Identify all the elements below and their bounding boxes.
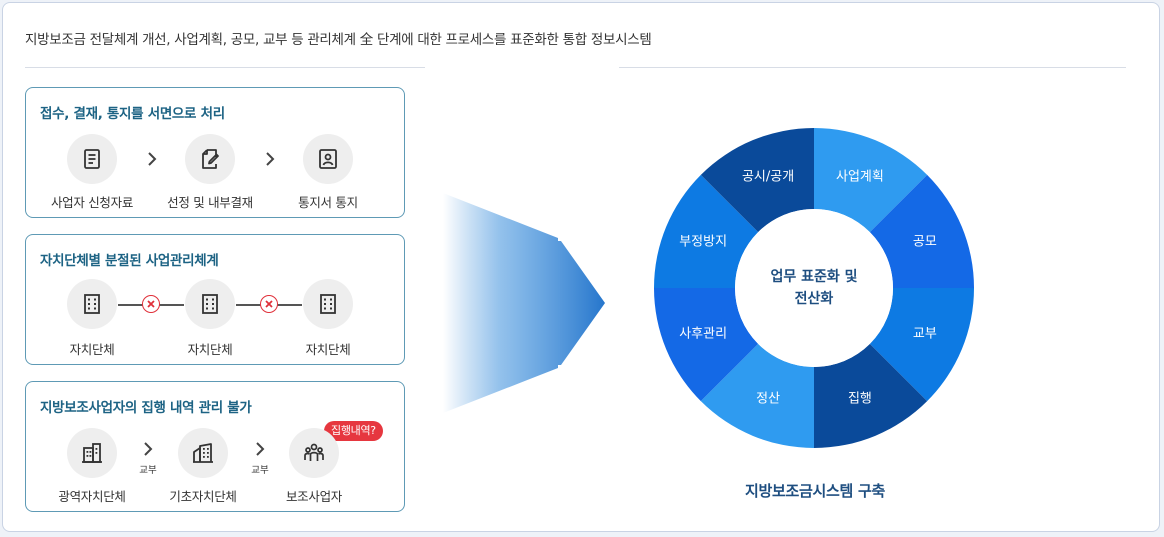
item-label: 광역자치단체	[58, 489, 126, 504]
card-paper-processing: 접수, 결재, 통지를 서면으로 처리	[25, 87, 405, 218]
chevron-right-icon	[254, 440, 266, 458]
wheel-segment-label: 공시/공개	[742, 170, 794, 185]
disconnected-x-icon	[260, 295, 278, 313]
item-label: 자치단체	[305, 342, 351, 357]
divider-left	[25, 67, 425, 68]
wheel-segment-label: 정산	[756, 391, 780, 406]
card-title: 자치단체별 분절된 사업관리체계	[40, 253, 219, 269]
wheel-center-text: 업무 표준화 및	[770, 268, 857, 285]
wheel-segment-label: 집행	[848, 390, 872, 406]
edit-document-icon	[185, 134, 235, 184]
chevron-right-icon	[264, 150, 276, 168]
page-headline: 지방보조금 전달체계 개선, 사업계획, 공모, 교부 등 관리체계 全 단계에…	[25, 32, 652, 48]
building-icon	[67, 279, 117, 329]
city-building-icon	[178, 428, 228, 478]
item-label: 보조사업자	[285, 489, 342, 504]
wheel-caption: 지방보조금시스템 구축	[745, 482, 885, 500]
item-label: 통지서 통지	[298, 195, 358, 210]
item-label: 기초자치단체	[169, 489, 237, 504]
document-icon	[67, 134, 117, 184]
transition-arrow	[443, 193, 605, 413]
wheel-center-text: 전산화	[795, 290, 834, 307]
wheel-segment	[869, 174, 974, 288]
chevron-right-icon	[142, 440, 154, 458]
disconnected-x-icon	[142, 295, 160, 313]
wheel-segment-label: 부정방지	[679, 235, 727, 250]
wheel-segment-label: 교부	[913, 326, 937, 341]
item-label: 선정 및 내부결재	[167, 195, 253, 210]
wheel-center	[735, 209, 893, 367]
wheel-segment	[654, 288, 759, 402]
item-label: 자치단체	[187, 342, 233, 357]
card-title: 지방보조사업자의 집행 내역 관리 불가	[40, 400, 252, 416]
wheel-segment-label: 사후관리	[679, 326, 727, 341]
wheel-segment	[814, 343, 928, 448]
execution-history-badge: 집행내역?	[324, 421, 383, 441]
item-label: 사업자 신청자료	[50, 195, 134, 210]
wheel-segment	[869, 288, 974, 402]
wheel-segment	[700, 128, 814, 233]
card-fragmented-system: 자치단체별 분절된 사업관리체계	[25, 234, 405, 365]
wheel-segment	[700, 343, 814, 448]
wheel-segment-label: 사업계획	[836, 170, 884, 185]
card-execution-tracking: 지방보조사업자의 집행 내역 관리 불가 집행내역? 교부	[25, 381, 405, 512]
people-group-icon	[289, 428, 339, 478]
chevron-right-icon	[146, 150, 158, 168]
item-label: 자치단체	[69, 342, 115, 357]
wheel-segment	[654, 174, 759, 288]
card-title: 접수, 결재, 통지를 서면으로 처리	[40, 106, 225, 122]
building-icon	[185, 279, 235, 329]
notice-image-icon	[303, 134, 353, 184]
wheel-segment-label: 공모	[913, 235, 937, 250]
divider-right	[619, 67, 1126, 68]
transfer-label: 교부	[251, 465, 269, 476]
wheel-segment	[814, 128, 928, 233]
transfer-label: 교부	[139, 465, 157, 476]
building-icon	[303, 279, 353, 329]
large-building-icon	[67, 428, 117, 478]
